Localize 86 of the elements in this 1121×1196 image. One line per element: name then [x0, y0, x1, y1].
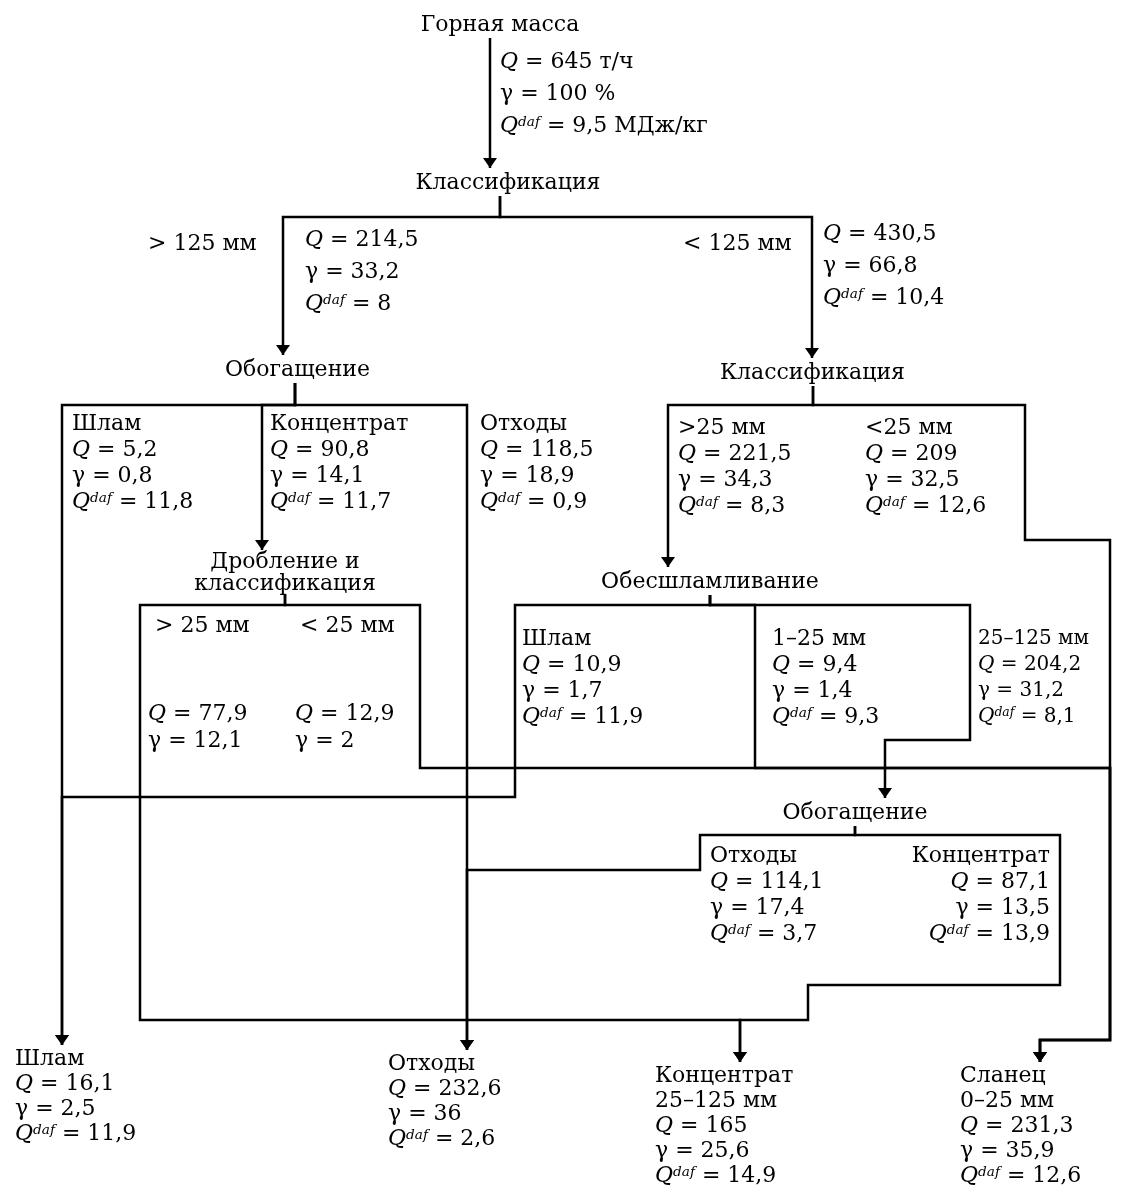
flow-value: Q = 12,9: [295, 700, 395, 725]
flow-value: Q$^{daf}$ = 11,7: [270, 488, 392, 513]
flow-value: Q = 9,4: [772, 651, 858, 676]
flow-value: γ = 13,5: [955, 894, 1050, 919]
product-name: Сланец: [960, 1062, 1047, 1087]
flow-value: Q$^{daf}$ = 11,9: [522, 703, 644, 728]
flow-value: Q = 5,2: [72, 436, 158, 461]
stream-name: <25 мм: [865, 414, 953, 439]
flow-value: Q = 209: [865, 440, 958, 465]
product-name: Концентрат: [655, 1062, 795, 1087]
stream-name: Отходы: [710, 842, 797, 867]
flow-value: γ = 1,7: [522, 677, 603, 702]
stream-name: 25–125 мм: [978, 625, 1090, 650]
flow-value: γ = 18,9: [480, 462, 575, 487]
flow-value: Q = 87,1: [950, 868, 1050, 893]
flow-value: Q$^{daf}$ = 8,1: [978, 703, 1076, 728]
flow-value: γ = 31,2: [978, 677, 1064, 702]
size-class-label: > 125 мм: [148, 230, 257, 255]
product-name: Шлам: [15, 1045, 86, 1070]
flow-value: Q$^{daf}$ = 11,9: [15, 1120, 138, 1145]
flow-value: γ = 32,5: [865, 466, 960, 491]
stream-name: Отходы: [480, 410, 567, 435]
flow-value: Q = 16,1: [15, 1070, 116, 1095]
flow-value: γ = 100 %: [500, 80, 616, 105]
size-class-label: < 125 мм: [683, 230, 792, 255]
flow-value: Q = 221,5: [678, 440, 792, 465]
stage-label: Обогащение: [224, 355, 371, 383]
size-class-label: > 25 мм: [155, 612, 250, 637]
stream-name: Концентрат: [911, 842, 1050, 867]
stage-label: Классификация: [414, 168, 602, 196]
flow-value: Q$^{daf}$ = 8,3: [678, 492, 786, 517]
flow-value: 25–125 мм: [655, 1087, 779, 1112]
flow-arrow: [733, 826, 1062, 1062]
flow-value: Q = 430,5: [823, 220, 937, 245]
flow-arrow: [498, 196, 819, 358]
flow-value: Q = 645 т/ч: [500, 48, 634, 73]
flow-value: γ = 17,4: [710, 894, 805, 919]
flow-value: γ = 25,6: [655, 1137, 751, 1162]
flow-value: Q = 118,5: [480, 436, 594, 461]
stream-name: Шлам: [72, 410, 142, 435]
flow-value: Q = 10,9: [522, 651, 622, 676]
flow-value: γ = 2,5: [15, 1095, 97, 1120]
flow-value: Q = 165: [655, 1112, 749, 1137]
flow-value: γ = 0,8: [72, 462, 153, 487]
flow-value: γ = 33,2: [305, 258, 400, 283]
flow-value: Q = 232,6: [388, 1075, 503, 1100]
stage-label: Горная масса: [419, 10, 581, 38]
product-name: Отходы: [388, 1050, 476, 1075]
flow-value: Q = 231,3: [960, 1112, 1075, 1137]
flow-value: Q$^{daf}$ = 12,6: [865, 492, 987, 517]
flow-value: Q = 114,1: [710, 868, 824, 893]
flow-value: γ = 34,3: [678, 466, 773, 491]
flow-value: Q = 90,8: [270, 436, 370, 461]
flow-value: γ = 12,1: [148, 727, 243, 752]
stage-label: Классификация: [719, 358, 906, 386]
flow-value: γ = 66,8: [823, 252, 918, 277]
stage-label: Обесшламливание: [600, 567, 820, 595]
flow-value: Q = 204,2: [978, 651, 1082, 676]
flow-value: Q$^{daf}$ = 3,7: [710, 920, 818, 945]
flow-value: 0–25 мм: [960, 1087, 1056, 1112]
flow-value: γ = 14,1: [270, 462, 365, 487]
flow-value: γ = 1,4: [772, 677, 853, 702]
flow-value: Q$^{daf}$ = 9,3: [772, 703, 880, 728]
flow-arrow: [708, 595, 972, 798]
stream-name: 1–25 мм: [772, 625, 867, 650]
stage-label: Обогащение: [781, 798, 929, 826]
stream-name: Концентрат: [270, 410, 409, 435]
flow-value: Q$^{daf}$ = 0,9: [480, 488, 588, 513]
flow-value: Q = 214,5: [305, 226, 419, 251]
flow-value: Q$^{daf}$ = 2,6: [388, 1125, 497, 1150]
flow-value: γ = 35,9: [960, 1137, 1056, 1162]
flow-value: γ = 2: [295, 727, 355, 752]
size-class-label: < 25 мм: [300, 612, 395, 637]
flow-value: Q$^{daf}$ = 13,9: [928, 920, 1050, 945]
flow-value: Q$^{daf}$ = 11,8: [72, 488, 194, 513]
flow-arrow: [483, 38, 497, 168]
stage-label: Дробление и классификация: [193, 550, 377, 594]
flow-value: Q = 77,9: [148, 700, 248, 725]
flow-value: γ = 36: [388, 1100, 463, 1125]
stream-name: >25 мм: [678, 414, 766, 439]
flow-value: Q$^{daf}$ = 8: [305, 290, 392, 315]
flow-value: Q$^{daf}$ = 10,4: [823, 284, 945, 309]
flow-value: Q$^{daf}$ = 14,9: [655, 1162, 778, 1187]
flow-value: Q$^{daf}$ = 12,6: [960, 1162, 1083, 1187]
flow-value: Q$^{daf}$ = 9,5 МДж/кг: [500, 112, 708, 137]
stream-name: Шлам: [522, 625, 592, 650]
